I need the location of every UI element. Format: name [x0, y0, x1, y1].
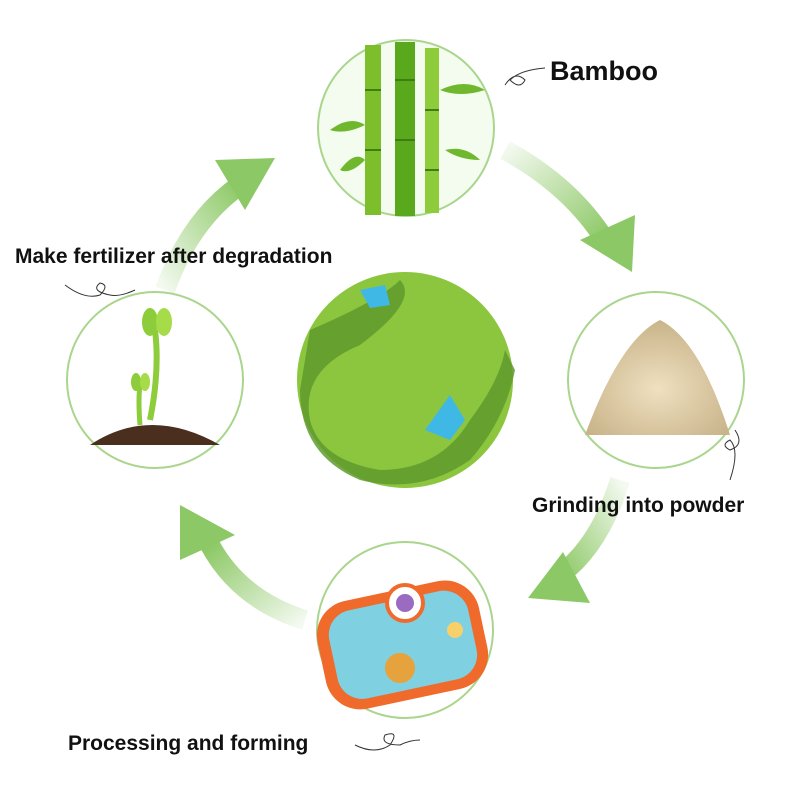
powder-image	[567, 291, 745, 469]
bamboo-label-connector	[504, 67, 546, 86]
bamboo-image	[317, 39, 495, 217]
fertilizer-label-connector	[64, 282, 136, 297]
step-label-powder: Grinding into powder	[532, 494, 745, 517]
powder-label-connector	[724, 429, 740, 481]
forming-label-connector	[354, 733, 421, 751]
step-label-bamboo: Bamboo	[550, 56, 658, 86]
step-label-forming: Processing and forming	[68, 732, 309, 755]
step-label-fertilizer: Make fertilizer after degradation	[15, 245, 333, 268]
arrow-bamboo-to-powder	[500, 141, 635, 272]
earth-globe	[297, 272, 515, 488]
sprout-image	[66, 291, 244, 469]
arrow-plate-to-sprout	[180, 505, 309, 630]
arrow-sprout-to-bamboo	[155, 158, 275, 294]
arrow-powder-to-plate	[528, 476, 630, 603]
plate-image	[316, 541, 494, 719]
